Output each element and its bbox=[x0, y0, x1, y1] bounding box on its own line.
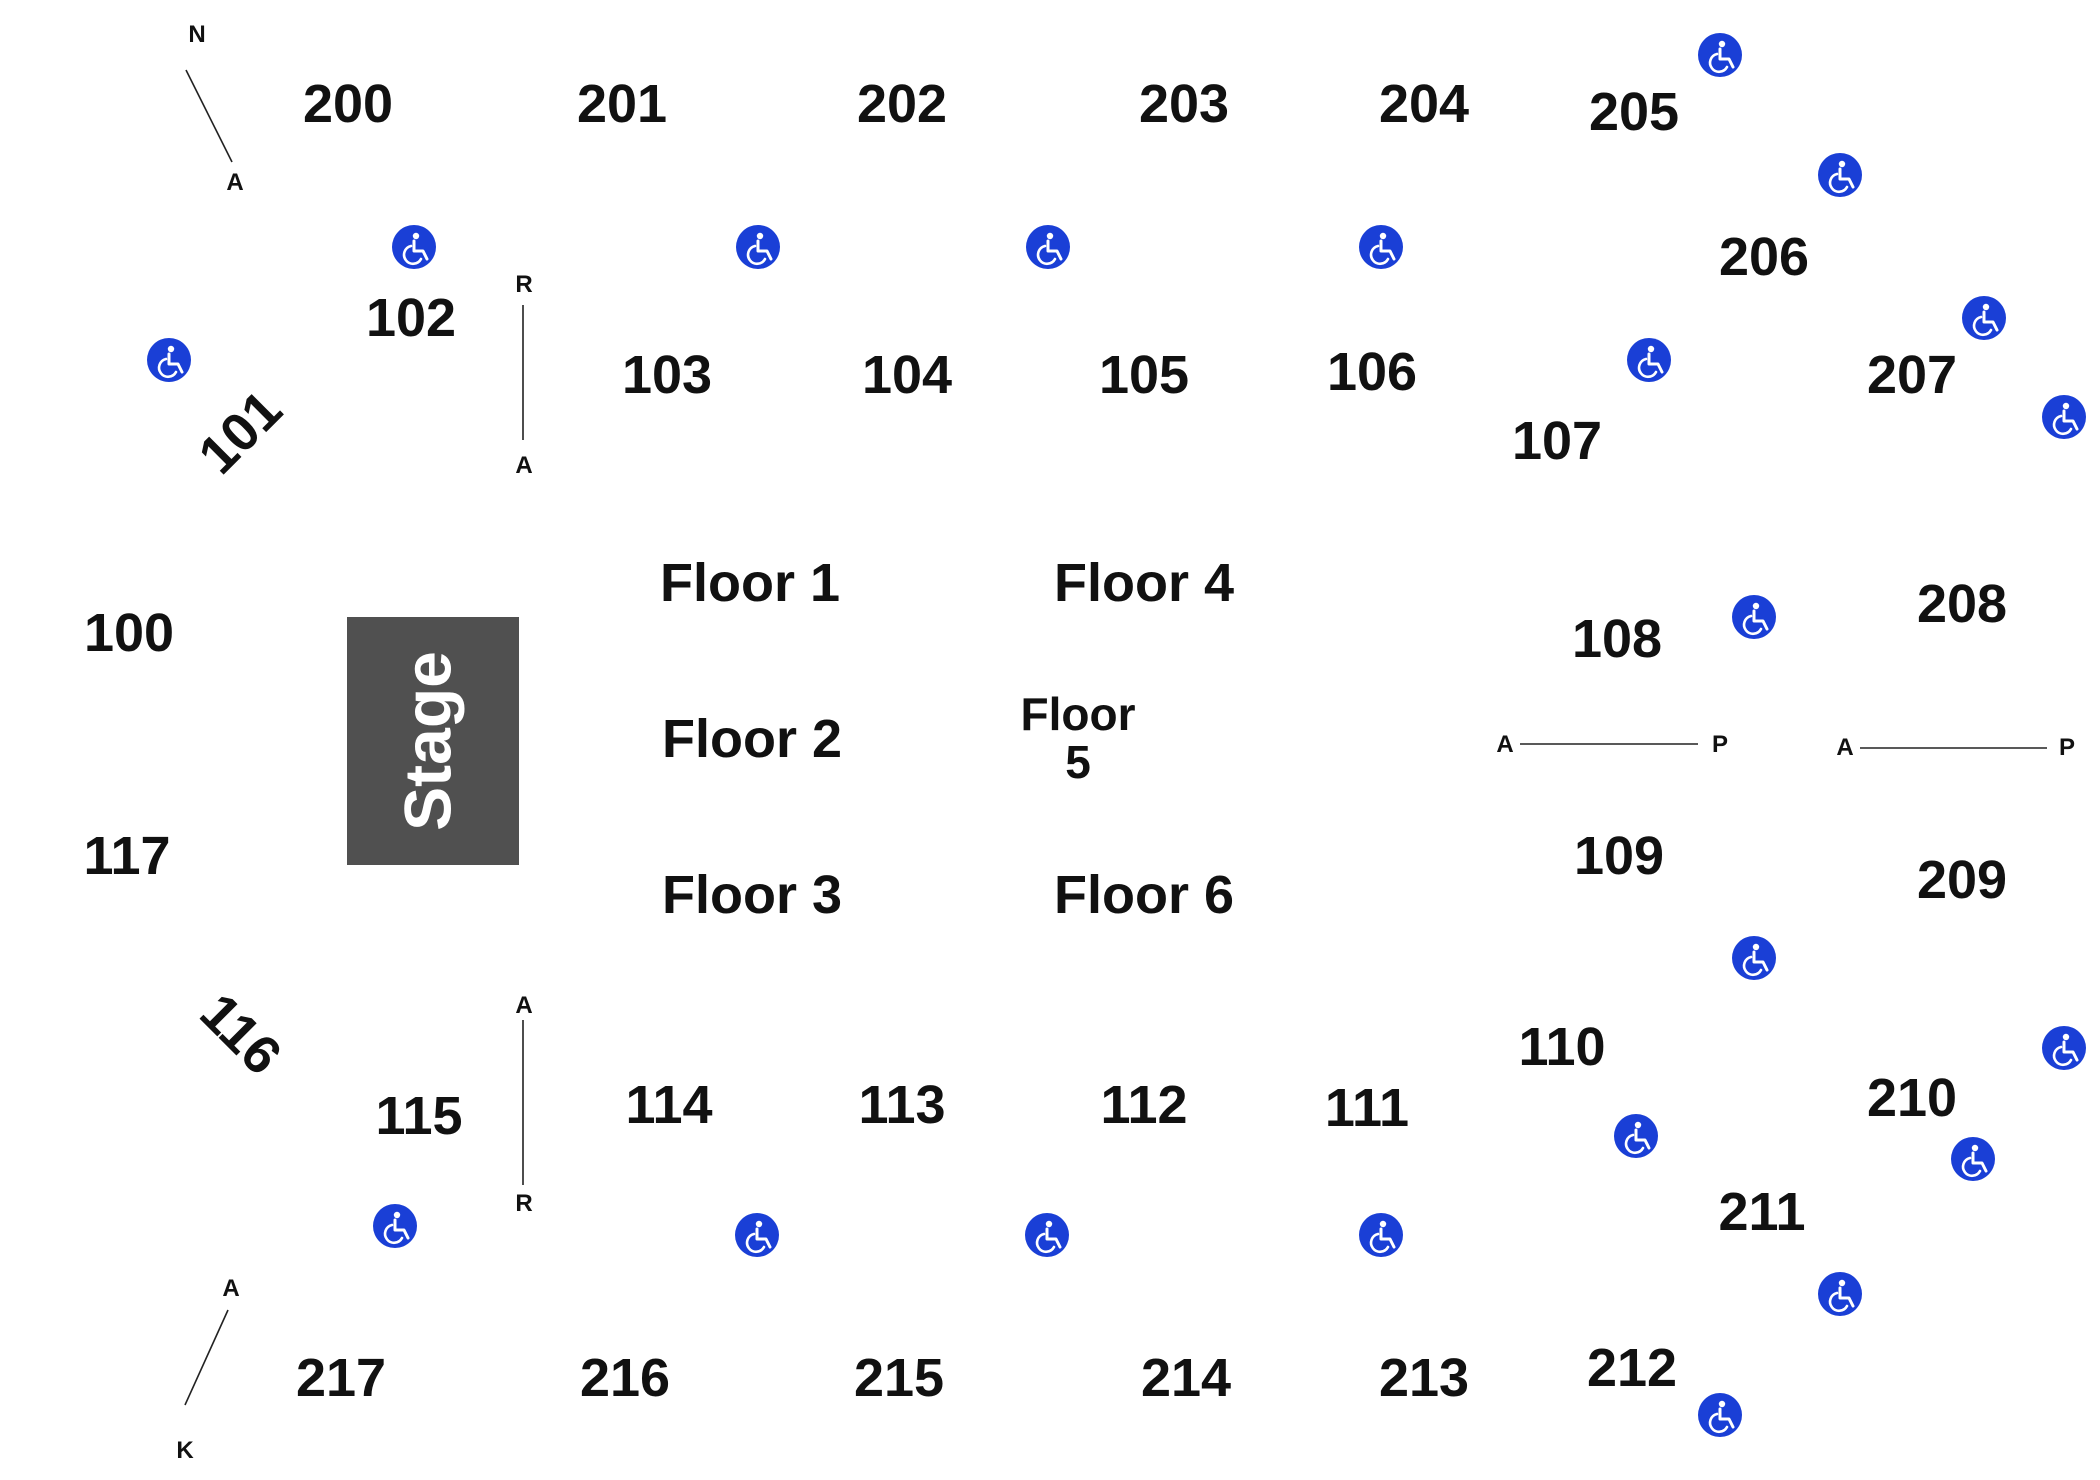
section-117[interactable]: 117 bbox=[83, 826, 170, 886]
row-marker-right-200-start: A bbox=[1836, 734, 1853, 761]
row-marker-floor-bottom-start: A bbox=[515, 992, 532, 1019]
section-116[interactable]: 116 bbox=[189, 982, 293, 1086]
section-205[interactable]: 205 bbox=[1589, 82, 1679, 142]
wheelchair-accessible-icon[interactable] bbox=[1696, 31, 1744, 79]
wheelchair-accessible-icon[interactable] bbox=[734, 223, 782, 271]
wheelchair-accessible-icon[interactable] bbox=[2040, 1024, 2088, 1072]
section-217[interactable]: 217 bbox=[296, 1348, 386, 1408]
row-guide-upper-left bbox=[185, 69, 233, 163]
row-guide-lower-left bbox=[184, 1309, 229, 1406]
section-203[interactable]: 203 bbox=[1139, 74, 1229, 134]
row-marker-lower-left-start: A bbox=[222, 1275, 239, 1302]
section-106[interactable]: 106 bbox=[1327, 342, 1417, 402]
wheelchair-accessible-icon[interactable] bbox=[1024, 223, 1072, 271]
wheelchair-accessible-icon[interactable] bbox=[1625, 336, 1673, 384]
section-208[interactable]: 208 bbox=[1917, 574, 2007, 634]
section-204[interactable]: 204 bbox=[1379, 74, 1469, 134]
section-floor-1[interactable]: Floor 1 bbox=[660, 553, 840, 613]
section-floor-5-line2[interactable]: 5 bbox=[1065, 736, 1091, 788]
section-114[interactable]: 114 bbox=[625, 1075, 712, 1135]
wheelchair-accessible-icon[interactable] bbox=[1023, 1211, 1071, 1259]
wheelchair-accessible-icon[interactable] bbox=[371, 1202, 419, 1250]
wheelchair-accessible-icon[interactable] bbox=[1357, 1211, 1405, 1259]
stage-label: Stage bbox=[390, 651, 464, 831]
wheelchair-accessible-icon[interactable] bbox=[1612, 1112, 1660, 1160]
wheelchair-accessible-icon[interactable] bbox=[1730, 593, 1778, 641]
wheelchair-accessible-icon[interactable] bbox=[2040, 393, 2088, 441]
section-213[interactable]: 213 bbox=[1379, 1348, 1469, 1408]
row-marker-floor-top-start: R bbox=[515, 271, 532, 298]
wheelchair-accessible-icon[interactable] bbox=[1816, 1270, 1864, 1318]
section-210[interactable]: 210 bbox=[1867, 1068, 1957, 1128]
section-102[interactable]: 102 bbox=[366, 288, 456, 348]
section-209[interactable]: 209 bbox=[1917, 850, 2007, 910]
wheelchair-accessible-icon[interactable] bbox=[1696, 1391, 1744, 1439]
wheelchair-accessible-icon[interactable] bbox=[1357, 223, 1405, 271]
wheelchair-accessible-icon[interactable] bbox=[1960, 294, 2008, 342]
section-108[interactable]: 108 bbox=[1572, 609, 1662, 669]
wheelchair-accessible-icon[interactable] bbox=[1949, 1135, 1997, 1183]
section-floor-2[interactable]: Floor 2 bbox=[662, 709, 842, 769]
section-109[interactable]: 109 bbox=[1574, 826, 1664, 886]
section-212[interactable]: 212 bbox=[1587, 1338, 1677, 1398]
row-marker-right-200-end: P bbox=[2059, 734, 2075, 761]
row-marker-floor-bottom-end: R bbox=[515, 1190, 532, 1217]
section-207[interactable]: 207 bbox=[1867, 345, 1957, 405]
row-marker-upper-left-start: N bbox=[188, 21, 205, 48]
section-105[interactable]: 105 bbox=[1099, 345, 1189, 405]
section-107[interactable]: 107 bbox=[1512, 411, 1602, 471]
section-100[interactable]: 100 bbox=[84, 603, 174, 663]
section-211[interactable]: 211 bbox=[1718, 1182, 1805, 1242]
section-103[interactable]: 103 bbox=[622, 345, 712, 405]
row-marker-lower-left-end: K bbox=[176, 1437, 194, 1464]
wheelchair-accessible-icon[interactable] bbox=[1816, 151, 1864, 199]
section-113[interactable]: 113 bbox=[858, 1075, 945, 1135]
stage[interactable] bbox=[347, 617, 519, 865]
section-112[interactable]: 112 bbox=[1100, 1075, 1187, 1135]
row-marker-right-100-end: P bbox=[1712, 731, 1728, 758]
section-101[interactable]: 101 bbox=[187, 379, 293, 485]
wheelchair-accessible-icon[interactable] bbox=[390, 223, 438, 271]
section-floor-6[interactable]: Floor 6 bbox=[1054, 865, 1234, 925]
section-200[interactable]: 200 bbox=[303, 74, 393, 134]
section-201[interactable]: 201 bbox=[577, 74, 667, 134]
section-104[interactable]: 104 bbox=[862, 345, 952, 405]
row-marker-upper-left-end: A bbox=[226, 169, 243, 196]
wheelchair-accessible-icon[interactable] bbox=[1730, 934, 1778, 982]
section-floor-3[interactable]: Floor 3 bbox=[662, 865, 842, 925]
section-111[interactable]: 111 bbox=[1325, 1078, 1409, 1138]
section-floor-5-line1[interactable]: Floor bbox=[1021, 688, 1136, 740]
section-110[interactable]: 110 bbox=[1518, 1017, 1605, 1077]
section-206[interactable]: 206 bbox=[1719, 227, 1809, 287]
section-115[interactable]: 115 bbox=[375, 1086, 462, 1146]
section-202[interactable]: 202 bbox=[857, 74, 947, 134]
section-floor-4[interactable]: Floor 4 bbox=[1054, 553, 1234, 613]
wheelchair-accessible-icon[interactable] bbox=[145, 336, 193, 384]
row-marker-right-100-start: A bbox=[1496, 731, 1513, 758]
section-214[interactable]: 214 bbox=[1141, 1348, 1231, 1408]
section-215[interactable]: 215 bbox=[854, 1348, 944, 1408]
section-216[interactable]: 216 bbox=[580, 1348, 670, 1408]
wheelchair-accessible-icon[interactable] bbox=[733, 1211, 781, 1259]
row-marker-floor-top-end: A bbox=[515, 452, 532, 479]
